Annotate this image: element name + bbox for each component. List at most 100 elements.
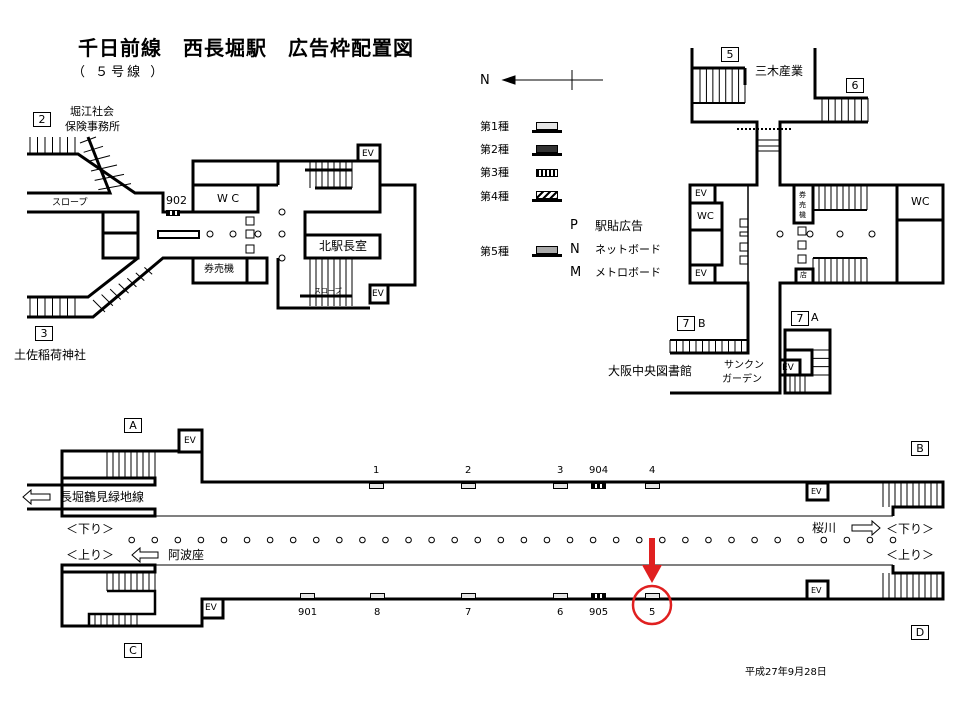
pillar — [659, 536, 666, 544]
station-office-label: 北駅長室 — [319, 239, 368, 253]
pillar — [543, 536, 551, 544]
pillar — [151, 536, 159, 544]
exit-c-badge: C — [124, 643, 142, 658]
ad-901-marker[interactable] — [300, 593, 315, 599]
slope-label-2: スロープ — [314, 287, 342, 295]
ad-5-label: 5 — [649, 607, 656, 618]
ad-3-marker[interactable] — [553, 483, 568, 489]
pillar — [682, 536, 689, 544]
ad-905-marker[interactable] — [591, 593, 606, 599]
ev-label: EV — [782, 363, 794, 373]
stairs — [106, 572, 156, 591]
column — [739, 255, 749, 265]
pillar — [382, 536, 389, 544]
legend-type-5: 第5種 — [480, 245, 509, 258]
ticket-machine-label: 券売機 — [204, 264, 234, 275]
sunken-garden-label-1: サンクン — [724, 360, 764, 371]
pillar — [589, 536, 597, 544]
ad-902-label: 902 — [166, 194, 187, 207]
pillar — [428, 536, 435, 544]
pillar — [254, 230, 262, 238]
pillar — [868, 230, 876, 238]
legend-swatch-4 — [532, 191, 562, 202]
ad-904-label: 904 — [589, 465, 609, 476]
pillar — [474, 536, 482, 544]
transfer-line-label: 長堀鶴見緑地線 — [60, 490, 145, 504]
ad-901-label: 901 — [298, 607, 318, 618]
wc-label: WC — [697, 211, 714, 222]
pillar — [806, 230, 814, 238]
exit-2-badge: 2 — [33, 112, 51, 127]
pillar — [612, 536, 620, 544]
pillar — [497, 536, 505, 544]
ad-8-label: 8 — [374, 607, 381, 618]
slope-label: スロープ — [52, 198, 88, 208]
legend-type-3: 第3種 — [480, 166, 509, 179]
pillar — [889, 536, 897, 544]
pillar — [128, 536, 135, 544]
shop-label: 店 — [800, 271, 807, 279]
highlight-marker — [631, 538, 673, 626]
ad-6-marker[interactable] — [553, 593, 568, 599]
stairs — [106, 451, 156, 478]
ad-902-marker[interactable] — [166, 210, 180, 216]
ad-1-label: 1 — [373, 465, 380, 476]
legend-code-p-label: 駅貼広告 — [595, 219, 644, 233]
column — [797, 254, 807, 264]
stairs — [812, 185, 868, 210]
stairs — [29, 137, 76, 154]
pillar — [312, 536, 320, 544]
exit-3-place: 土佐稲荷神社 — [14, 348, 87, 362]
north-label: N — [480, 73, 490, 88]
stairs — [812, 258, 868, 283]
ad-1-marker[interactable] — [369, 483, 384, 489]
exit-3-badge: 3 — [35, 326, 53, 341]
highlight-arrow-head-icon — [642, 565, 662, 583]
exit-a-badge: A — [124, 418, 142, 433]
wc-label: W C — [217, 192, 240, 205]
exit-b-badge: B — [911, 441, 929, 456]
exit-5-badge: 5 — [721, 47, 739, 62]
ad-8-marker[interactable] — [370, 593, 385, 599]
direction-down-west: ＜下り＞ — [66, 522, 115, 536]
column — [245, 244, 255, 254]
legend-code-m: M — [570, 265, 582, 280]
exit-5-6-place: 三木産業 — [755, 64, 804, 78]
ev-label: EV — [362, 149, 374, 159]
ad-7-marker[interactable] — [461, 593, 476, 599]
column — [797, 240, 807, 250]
exit-7a-suffix: A — [811, 311, 819, 324]
ad-6-label: 6 — [557, 607, 564, 618]
stairs — [29, 297, 76, 317]
legend-code-n: N — [570, 242, 580, 257]
pillar — [797, 536, 805, 544]
exit-2-place-2: 保険事務所 — [65, 120, 120, 133]
pillar — [751, 536, 758, 544]
ad-905-label: 905 — [589, 607, 609, 618]
pillar — [278, 208, 286, 216]
ev-label: EV — [695, 269, 707, 279]
pillar — [266, 536, 274, 544]
pillar — [229, 230, 237, 238]
ad-3-label: 3 — [557, 465, 564, 476]
exit-2-place: 堀江社会 — [70, 105, 114, 118]
pillar — [776, 230, 784, 238]
pillar — [289, 536, 297, 544]
pillar — [336, 536, 343, 544]
ad-5-marker[interactable] — [645, 593, 660, 599]
ev-label: EV — [811, 586, 822, 595]
pillar — [820, 536, 828, 544]
ad-4-marker[interactable] — [645, 483, 660, 489]
direction-down-east: ＜下り＞ — [886, 522, 935, 536]
pillar — [866, 536, 874, 544]
stairs — [309, 258, 353, 306]
page-title: 千日前線 西長堀駅 広告枠配置図 — [78, 36, 414, 60]
legend-swatch-5 — [532, 246, 562, 257]
highlight-circle — [631, 584, 673, 626]
stairs — [784, 375, 806, 393]
ev-label: EV — [811, 487, 822, 496]
exit-7a-badge: 7 — [791, 311, 809, 326]
ad-2-marker[interactable] — [461, 483, 476, 489]
ad-904-marker[interactable] — [591, 483, 606, 489]
